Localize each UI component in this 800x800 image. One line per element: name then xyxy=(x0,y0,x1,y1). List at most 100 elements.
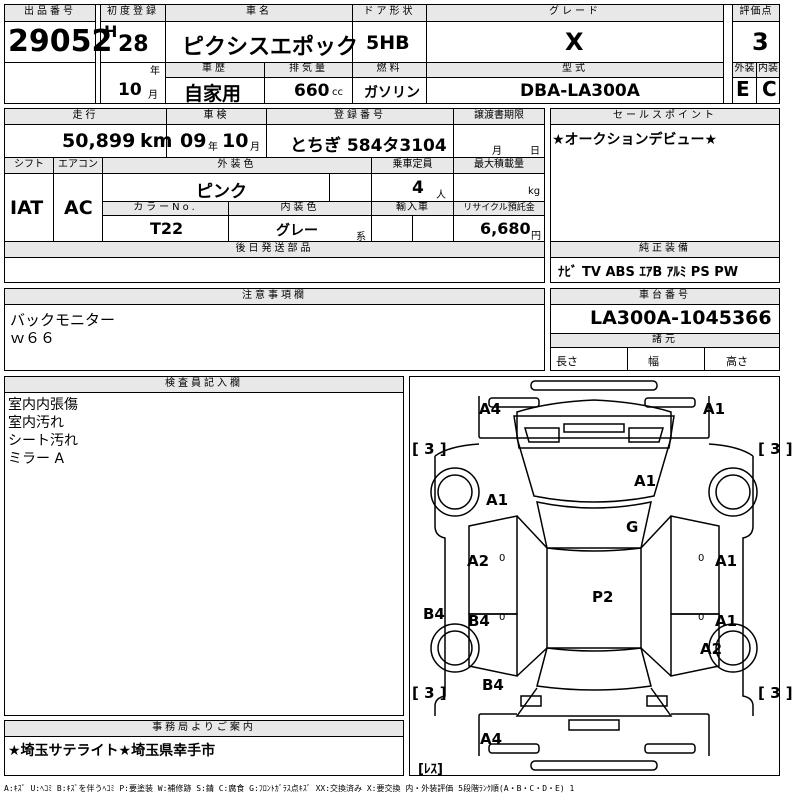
damage-label: G xyxy=(626,518,639,536)
car-diagram-frame xyxy=(409,376,780,776)
recycle-unit: 円 xyxy=(531,231,541,242)
grade-label: グレード xyxy=(426,4,724,22)
damage-label: A4 xyxy=(480,730,503,748)
damage-label: A1 xyxy=(715,612,738,630)
notes-cell xyxy=(4,304,545,371)
fuel-label: 燃料 xyxy=(352,62,427,78)
damage-label: A4 xyxy=(479,400,502,418)
shift-label: シフト xyxy=(4,157,54,174)
displacement-label: 排気量 xyxy=(264,62,353,78)
office-text: ★埼玉サテライト★埼玉県幸手市 xyxy=(8,743,216,759)
capacity: 4 xyxy=(412,178,424,198)
ac: AC xyxy=(64,197,93,219)
int-grade-label: 内装 xyxy=(756,62,780,78)
later-parts-cell xyxy=(4,257,545,283)
damage-label: A2 xyxy=(700,640,723,658)
shift: IAT xyxy=(10,197,44,219)
inspector-line: 室内内張傷 xyxy=(8,397,78,413)
car-name-label: 車名 xyxy=(165,4,353,22)
year-unit: 年 xyxy=(150,66,160,77)
history: 自家用 xyxy=(184,83,242,105)
max-load-label: 最大積載量 xyxy=(453,157,545,174)
int-color-label: 内装色 xyxy=(228,201,372,216)
recycle-label: リサイクル預託金 xyxy=(453,201,545,216)
length-label: 長さ xyxy=(556,355,578,368)
month-unit: 月 xyxy=(148,90,158,101)
damage-label: A2 xyxy=(467,552,490,570)
insp-month: 10 xyxy=(222,130,249,152)
reg-year: 28 xyxy=(118,32,149,57)
lot-blank-cell xyxy=(4,62,96,104)
equipment-cell xyxy=(550,257,780,283)
history-label: 車歴 xyxy=(165,62,265,78)
inspector-line: ミラー A xyxy=(8,451,65,467)
int-grade-cell xyxy=(756,77,780,104)
handle-mark: 0 xyxy=(698,612,705,623)
insp-month-unit: 月 xyxy=(250,142,260,153)
reg-month: 10 xyxy=(118,80,142,100)
lot-no: 29052 xyxy=(8,24,113,59)
notes-line-2: ｗ６６ xyxy=(10,329,56,347)
height-label: 高さ xyxy=(726,355,748,368)
chassis-label: 車台番号 xyxy=(550,288,780,305)
int-color-unit: 系 xyxy=(356,232,366,243)
office-label: 事務局よりご案内 xyxy=(4,720,404,737)
transfer-day-unit: 日 xyxy=(530,146,540,157)
sales-label: セールスポイント xyxy=(550,108,780,125)
chassis-number: LA300A-1045366 xyxy=(590,307,772,329)
mileage: 50,899 xyxy=(62,130,136,152)
notes-label: 注意事項欄 xyxy=(4,288,545,305)
handle-mark: 0 xyxy=(499,553,506,564)
inspector-line: シート汚れ xyxy=(8,433,78,449)
height-cell xyxy=(704,347,780,371)
legend: A:ｷｽﾞ U:ﾍｺﾐ B:ｷｽﾞを伴うﾍｺﾐ P:要塗装 W:補修跡 S:錆 … xyxy=(4,784,575,793)
inspector-cell xyxy=(4,392,404,716)
door: 5HB xyxy=(366,32,410,54)
damage-label: B4 xyxy=(482,676,504,694)
transfer-month-unit: 月 xyxy=(492,146,502,157)
mileage-unit: km xyxy=(140,130,173,152)
displacement: 660 xyxy=(294,81,330,101)
damage-label: P2 xyxy=(592,588,614,606)
transfer-label: 譲渡書期限 xyxy=(453,108,545,125)
score: 3 xyxy=(752,28,769,56)
equipment-label: 純正装備 xyxy=(550,241,780,258)
import-cell-b xyxy=(412,215,454,242)
later-parts-label: 後日発送部品 xyxy=(4,241,545,258)
model-cell xyxy=(426,77,724,104)
ext-grade-label: 外装 xyxy=(732,62,757,78)
import-cell-a xyxy=(371,215,413,242)
ext-color-sub-cell xyxy=(329,173,372,202)
ext-color-label: 外装色 xyxy=(102,157,372,174)
model-label: 型式 xyxy=(426,62,724,78)
damage-label: A1 xyxy=(486,491,509,509)
lot-no-label: 出品番号 xyxy=(4,4,96,22)
tire-tread: [ 3 ] xyxy=(758,440,793,458)
width-label: 幅 xyxy=(648,355,659,368)
model: DBA-LA300A xyxy=(520,81,640,101)
score-label: 評価点 xyxy=(732,4,780,22)
damage-label: B4 xyxy=(468,612,490,630)
int-grade: C xyxy=(762,77,777,101)
fuel: ガソリン xyxy=(364,85,420,101)
sales-text: ★オークションデビュー★ xyxy=(552,132,718,148)
tire-tread: [ 3 ] xyxy=(758,684,793,702)
plate: とちぎ 584タ3104 xyxy=(290,136,447,156)
insp-year: 09 xyxy=(180,130,207,152)
inspection-label: 車検 xyxy=(166,108,267,125)
damage-label: B4 xyxy=(423,605,445,623)
grade: X xyxy=(565,28,584,56)
insp-year-unit: 年 xyxy=(208,142,218,153)
plate-label: 登録番号 xyxy=(266,108,454,125)
spare-tire: [ﾚｽ] xyxy=(418,762,443,777)
damage-label: A1 xyxy=(703,400,726,418)
color-no-label: カラーNo. xyxy=(102,201,229,216)
ext-grade: E xyxy=(736,77,750,101)
handle-mark: 0 xyxy=(499,612,506,623)
cc-unit: cc xyxy=(332,87,343,98)
office-cell xyxy=(4,736,404,776)
tire-tread: [ 3 ] xyxy=(412,440,447,458)
car-name: ピクシスエポック xyxy=(182,35,359,60)
recycle: 6,680 xyxy=(480,219,531,238)
door-label: ドア形状 xyxy=(352,4,427,22)
